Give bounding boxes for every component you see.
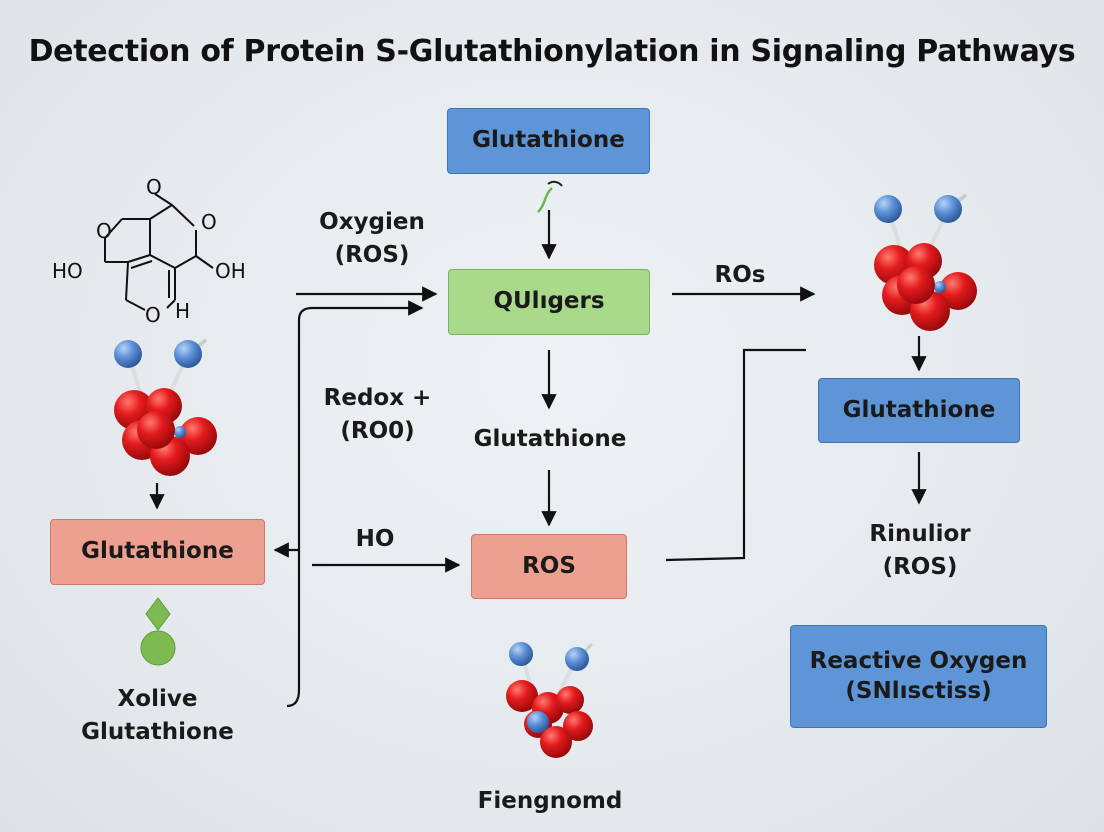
ros-center-box[interactable]: ROS [471,534,627,599]
atom-o-left: O [96,219,112,243]
redox-label: Redox + (RO0) [305,382,450,449]
oxygien-label-line1: Oxygien [319,209,425,235]
glutathione-top-text: Glutathione [472,127,625,154]
page-title: Detection of Protein S-Glutathionylation… [28,34,1076,69]
leaf-drop-icon [140,597,176,666]
fiengnomd-label: Fiengnomd [477,788,623,814]
oxygien-label-line2: (ROS) [334,242,410,269]
atom-o-right: O [201,210,217,234]
squiggle-mark-tip [547,180,563,187]
atom-o-top: O [146,175,162,199]
glutathione-right-box[interactable]: Glutathione [818,378,1020,443]
atom-oh: OH [215,259,246,283]
reactive-oxygen-text-line2: (SNlısctiss) [845,677,992,704]
ho-label: HO [355,526,395,552]
glutathione-right-text: Glutathione [842,396,996,423]
oxygien-label: Oxygien (ROS) [302,206,442,273]
quligers-text: QUlıgers [493,288,605,315]
ros-center-text: ROS [522,552,576,579]
rinulior-label: Rinulior (ROS) [840,518,1000,585]
glutathione-left-box[interactable]: Glutathione [50,519,265,585]
rinulior-label-line2: (ROS) [882,554,958,581]
xolive-label-line2: Glutathione [81,719,234,746]
molecule-model-bottom [506,642,594,758]
molecule-model-left [112,338,219,478]
reactive-oxygen-box[interactable]: Reactive Oxygen (SNlısctiss) [790,625,1047,728]
quligers-box[interactable]: QUlıgers [448,269,650,335]
ros-arrow-label: ROs [714,262,766,288]
molecule-model-right [872,193,979,333]
rinulior-label-line1: Rinulior [869,521,971,547]
connector-ros-to-right [665,348,806,562]
glutathione-left-text: Glutathione [81,538,234,565]
redox-label-line1: Redox + [323,385,432,411]
glutathione-top-box[interactable]: Glutathione [447,108,650,174]
redox-label-line2: (RO0) [340,418,415,445]
xolive-label: Xolive Glutathione [55,683,260,750]
atom-ho: HO [52,259,83,283]
atom-o-bottom: O [145,303,161,327]
squiggle-mark [537,187,553,213]
glutathione-mid-label: Glutathione [473,426,627,452]
xolive-label-line1: Xolive [117,686,198,712]
reactive-oxygen-text-line1: Reactive Oxygen [809,647,1028,674]
atom-h-bottom: H [175,299,190,323]
connector-xolive-loop [286,300,424,708]
